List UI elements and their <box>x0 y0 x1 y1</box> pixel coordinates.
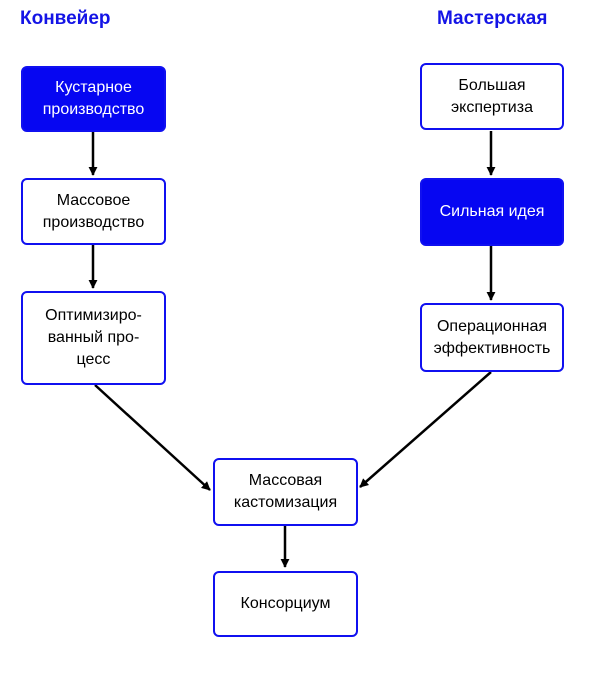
node-mass-production: Массовое производство <box>21 178 166 245</box>
node-strong-idea: Сильная идея <box>420 178 564 246</box>
node-mass-customization: Массовая кастомизация <box>213 458 358 526</box>
arrow-optimized-to-customization <box>94 384 211 491</box>
node-operational-efficiency: Операционная эффективность <box>420 303 564 372</box>
node-optimized-process: Оптимизиро- ванный про- цесс <box>21 291 166 385</box>
left-column-title: Конвейер <box>20 8 111 29</box>
node-great-expertise: Большая экспертиза <box>420 63 564 130</box>
node-craft-production: Кустарное производство <box>21 66 166 132</box>
node-consortium: Консорциум <box>213 571 358 637</box>
arrow-efficiency-to-customization <box>359 371 492 488</box>
right-column-title: Мастерская <box>437 8 548 29</box>
